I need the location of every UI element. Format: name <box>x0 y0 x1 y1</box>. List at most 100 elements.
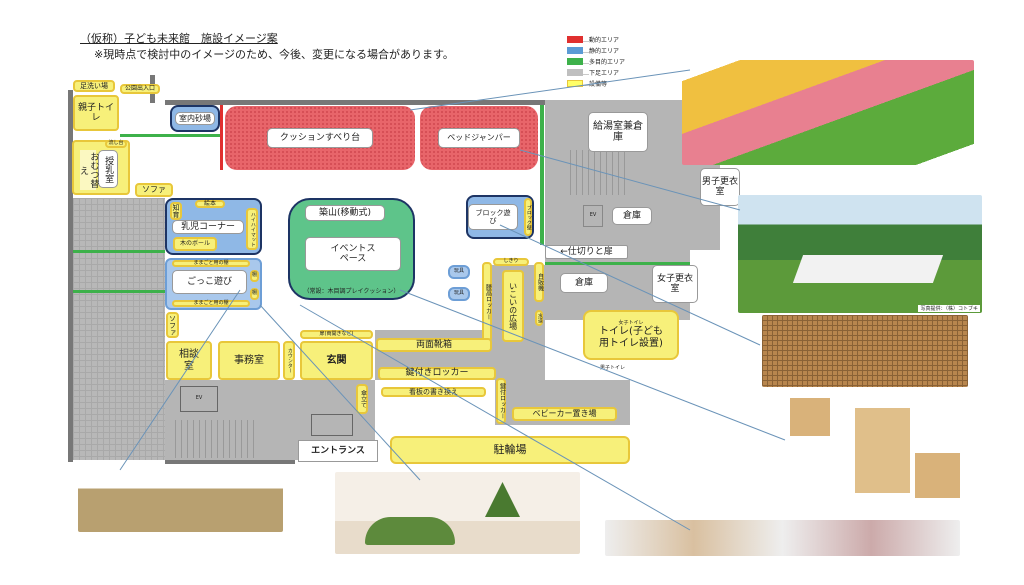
legend-swatch-dynamic <box>567 36 583 43</box>
elevator: EV <box>583 205 603 227</box>
entrance: エントランス <box>298 440 378 462</box>
parking-area <box>73 198 165 460</box>
office: 事務室 <box>218 341 280 380</box>
boys-toilet: 男子トイレ <box>600 365 626 371</box>
shoe-box: 両面靴箱 <box>376 338 492 352</box>
block <box>790 398 830 436</box>
bicycle-parking: 駐輪場 <box>390 436 630 464</box>
photo-credit: 写真提供：（株）コトブキ <box>918 305 980 312</box>
rest-plaza: いこいの広場 <box>502 270 524 342</box>
photo-wood-pen <box>78 470 283 532</box>
photo-wood-blocks <box>785 393 965 505</box>
shelf: 棚 <box>250 288 259 300</box>
legend-label: …下足エリア <box>583 70 620 77</box>
double-door: 扉(両開きなど) <box>300 330 373 339</box>
cushion-note: （常設：木目調プレイクッション） <box>303 287 400 295</box>
infant-corner: 乳児コーナー <box>172 220 244 234</box>
public-entrance: 公園出入口 <box>120 84 160 94</box>
photo-park-mat: 写真提供：（株）コトブキ <box>738 195 982 313</box>
green-line <box>73 290 165 293</box>
green-line <box>120 134 220 137</box>
key-locker: 鍵付きロッカー <box>378 367 496 380</box>
water-tap: 水道 <box>535 310 543 326</box>
pretend-play: ごっこ遊び <box>172 270 247 294</box>
photo-peg-wall <box>762 315 968 387</box>
wall <box>68 90 73 462</box>
wall <box>165 460 295 464</box>
entrance-door <box>311 414 353 436</box>
legend-label: …動的エリア <box>583 37 620 44</box>
kitchen-storage: 給湯室兼倉庫 <box>588 112 648 152</box>
sofa: ソファ <box>135 183 173 197</box>
boys-changing-room: 男子更衣室 <box>700 168 740 206</box>
wood-ball-pool: 木のボール <box>173 237 217 251</box>
sandbox-label: 室内砂場 <box>175 111 215 126</box>
cushion-slide-area[interactable]: クッションすべり台 <box>225 106 415 170</box>
block-play-label: ブロック遊び <box>468 203 518 231</box>
page-title: （仮称）子ども未来館 施設イメージ案 <box>80 32 278 45</box>
footwash: 足洗い場 <box>73 80 115 92</box>
legend-label: …設備等 <box>583 81 608 88</box>
storage: 倉庫 <box>560 273 608 293</box>
picture-books: 絵本 <box>195 200 225 208</box>
key-locker-2: 鍵付ロッカー <box>496 378 506 424</box>
mound: 築山(移動式) <box>305 205 385 221</box>
legend: …動的エリア …静的エリア …多目的エリア …下足エリア …設備等 <box>567 34 625 89</box>
stroller-parking: ベビーカー置き場 <box>512 407 617 421</box>
connector-line <box>259 304 421 481</box>
elevator: EV <box>180 386 218 412</box>
nursing-room: 授乳室 <box>98 150 118 188</box>
toys: 玩具 <box>448 287 470 301</box>
green-line <box>73 250 165 253</box>
consultation-room: 相談室 <box>166 341 212 380</box>
red-line <box>220 105 223 170</box>
legend-swatch-shoe <box>567 69 583 76</box>
connector-line <box>119 289 241 471</box>
house-shelf: ままごと用の棚 <box>172 260 250 267</box>
photo-strip <box>605 520 960 556</box>
stairs <box>175 420 255 458</box>
green-line <box>545 262 690 265</box>
stairs <box>570 150 630 195</box>
house-shelf: ままごと用の棚 <box>172 300 250 307</box>
vending-machine: 自販機 <box>534 262 544 302</box>
crawl-mat: ハイハイマット <box>246 208 258 250</box>
connector-line <box>519 149 741 211</box>
counter: カウンター <box>283 341 295 380</box>
event-space: イベントスペース <box>305 237 401 271</box>
green-line <box>540 105 544 245</box>
photo-soft-play <box>335 472 580 554</box>
bed-jumper-area[interactable]: ベッドジャンパー <box>420 106 538 170</box>
indoor-sandbox: 室内砂場 <box>170 105 220 132</box>
legend-label: …静的エリア <box>583 48 620 55</box>
diaper-change: おむつ替え <box>78 150 99 190</box>
legend-label: …多目的エリア <box>583 59 626 66</box>
girls-changing-room: 女子更衣室 <box>652 265 698 303</box>
partition: しきり <box>493 258 529 266</box>
bed-jumper-label: ベッドジャンパー <box>438 128 520 148</box>
connector-line <box>499 224 761 346</box>
legend-swatch-multi <box>567 58 583 65</box>
photo-climbing-slide <box>682 60 974 165</box>
soft-mat <box>365 517 455 545</box>
sofa: ソファ <box>166 312 179 338</box>
entrance-hall: 玄関 <box>300 341 373 380</box>
storage: 倉庫 <box>612 207 652 225</box>
umbrella-stand: 傘立て <box>356 384 368 414</box>
connector-line <box>399 289 786 441</box>
wall <box>165 100 545 105</box>
connector-line <box>299 304 691 531</box>
shelf: 棚 <box>250 270 259 282</box>
toilet: 女子トイレトイレ(子ども用トイレ設置) <box>583 310 679 360</box>
toilet-label: トイレ(子ども用トイレ設置) <box>599 326 663 349</box>
signboard: 看板の書き換え <box>381 387 486 397</box>
legend-swatch-static <box>567 47 583 54</box>
block-play-area[interactable]: ブロック遊び <box>466 195 534 239</box>
educational-toys: 知育 <box>170 202 182 220</box>
block-wall: ブロック壁 <box>524 198 532 236</box>
washbasin: 流し台 <box>105 140 127 148</box>
girls-toilet-label: 女子トイレ <box>618 319 644 326</box>
subtitle: ※現時点で検討中のイメージのため、今後、変更になる場合があります。 <box>94 48 454 61</box>
toys: 玩具 <box>448 265 470 279</box>
